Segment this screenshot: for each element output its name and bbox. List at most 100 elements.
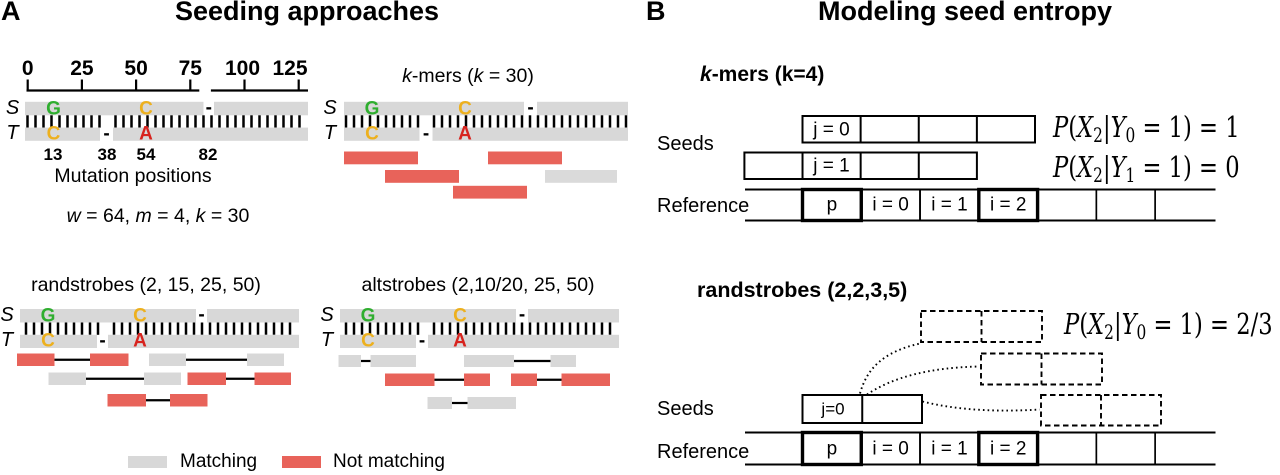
randstrobes-pair-5-strobe-2 bbox=[170, 394, 208, 407]
overview-match-ticks-28 bbox=[250, 115, 253, 128]
mutation-pos-38: 38 bbox=[97, 145, 117, 165]
overview-match-ticks-15 bbox=[146, 115, 149, 128]
altstrobes-match-ticks-32 bbox=[600, 322, 604, 335]
ref1-i0-label: i = 0 bbox=[872, 194, 909, 216]
randstrobes-s-base-g: G bbox=[40, 305, 56, 327]
randstrobes-s-bar-right bbox=[207, 309, 299, 323]
kmers-seed-2 bbox=[488, 151, 562, 165]
kmers-s-bar-left bbox=[344, 101, 524, 116]
overview-match-ticks-20 bbox=[186, 115, 189, 128]
randstrobes-match-ticks-14 bbox=[136, 322, 140, 335]
overview-match-ticks-27 bbox=[242, 115, 245, 128]
ref2-i2-label: i = 2 bbox=[989, 438, 1027, 459]
randstrobes-pair-3-strobe-2 bbox=[144, 372, 181, 385]
randstrobes-match-ticks-3 bbox=[48, 322, 52, 335]
ref1-i2-label: i = 2 bbox=[989, 194, 1027, 216]
randstrobes-match-ticks-32 bbox=[280, 322, 284, 335]
kmers-match-ticks-30 bbox=[584, 115, 588, 128]
seed-j1-label: j = 1 bbox=[813, 155, 850, 177]
kmers-t-base-a: A bbox=[458, 123, 472, 145]
kmers-match-ticks-17 bbox=[480, 115, 484, 128]
kmers-match-ticks-35 bbox=[624, 115, 628, 128]
altstrobes-match-ticks-29 bbox=[576, 322, 580, 335]
randstrobes-match-ticks-12 bbox=[120, 322, 124, 335]
overview-match-ticks-33 bbox=[290, 115, 293, 128]
kmers-match-ticks-21 bbox=[512, 115, 516, 128]
altstrobes-s-bar-left bbox=[340, 309, 516, 323]
kmers-match-ticks-31 bbox=[592, 115, 596, 128]
altstrobes-pair-2-strobe-1 bbox=[464, 355, 514, 367]
kmers-match-ticks-2 bbox=[360, 115, 364, 128]
altstrobes-match-ticks-5 bbox=[384, 322, 388, 335]
overview-match-ticks-17 bbox=[162, 115, 165, 128]
legend-swatch-not-matching bbox=[282, 456, 321, 468]
mutation-pos-13: 13 bbox=[43, 145, 63, 165]
kmers-match-ticks-29 bbox=[576, 115, 580, 128]
kmers-seed-5 bbox=[453, 185, 527, 199]
altstrobes-title: altstrobes (2,10/20, 25, 50) bbox=[361, 273, 595, 296]
randstrobes-match-ticks-11 bbox=[112, 322, 116, 335]
altstrobes-match-ticks-31 bbox=[592, 322, 596, 335]
kmers-match-ticks-9 bbox=[416, 115, 420, 128]
altstrobes-s-base-c: C bbox=[453, 305, 467, 327]
randstrobes-match-ticks-24 bbox=[216, 322, 220, 335]
t-label-kmers: T bbox=[323, 122, 337, 145]
randstrobes-match-ticks-26 bbox=[232, 322, 236, 335]
overview-match-ticks-8 bbox=[90, 115, 93, 128]
overview-s-bar-left bbox=[25, 101, 204, 116]
randstrobes-match-ticks-15 bbox=[144, 322, 148, 335]
randstrobes-match-ticks-18 bbox=[168, 322, 172, 335]
mutation-pos-54: 54 bbox=[136, 145, 156, 165]
kmers-t-bar-right bbox=[432, 127, 628, 141]
link-curve-2 bbox=[866, 365, 980, 396]
overview-match-ticks-18 bbox=[170, 115, 173, 128]
altstrobes-s-base-g: G bbox=[360, 305, 376, 327]
kmers-match-ticks-33 bbox=[608, 115, 612, 128]
seeds-label-randstrobes: Seeds bbox=[657, 397, 714, 420]
randstrobes-pair-4-strobe-1 bbox=[187, 372, 226, 385]
kmers-s-base-c: C bbox=[458, 98, 472, 120]
randstrobes-match-ticks-22 bbox=[200, 322, 204, 335]
overview-match-ticks-22 bbox=[202, 115, 205, 128]
params-line: w = 64, m = 4, k = 30 bbox=[66, 205, 250, 227]
randstrobes-match-ticks-30 bbox=[264, 322, 268, 335]
altstrobes-match-ticks-8 bbox=[408, 322, 412, 335]
altstrobes-match-ticks-17 bbox=[480, 322, 484, 335]
altstrobes-match-ticks-1 bbox=[352, 322, 356, 335]
altstrobes-match-ticks-30 bbox=[584, 322, 588, 335]
randstrobes-match-ticks-28 bbox=[248, 322, 252, 335]
ruler-label-50: 50 bbox=[124, 56, 148, 80]
overview-t-base-c: C bbox=[46, 123, 61, 145]
kmers-match-ticks-0 bbox=[344, 115, 348, 128]
kmers-s-base-g: G bbox=[364, 98, 380, 120]
kmers-match-ticks-12 bbox=[440, 115, 444, 128]
altstrobes-pair-3-strobe-2 bbox=[464, 373, 490, 386]
kmers-s-gap-dash: - bbox=[527, 97, 534, 119]
randstrobes-match-ticks-31 bbox=[272, 322, 276, 335]
overview-t-gap-dash: - bbox=[103, 123, 110, 145]
randstrobes-match-ticks-17 bbox=[160, 322, 164, 335]
overview-match-ticks-25 bbox=[226, 115, 229, 128]
altstrobes-match-ticks-25 bbox=[544, 322, 548, 335]
ref2-i1-label: i = 1 bbox=[931, 438, 968, 459]
altstrobes-match-ticks-33 bbox=[608, 322, 612, 335]
kmers-title: k-mers (k = 30) bbox=[402, 64, 534, 87]
ref1-p-label: p bbox=[826, 194, 838, 216]
kmers-seed-3 bbox=[385, 170, 459, 183]
ruler-label-100: 100 bbox=[224, 56, 261, 80]
kmers-t-gap-dash: - bbox=[422, 123, 430, 145]
overview-match-ticks-5 bbox=[66, 115, 69, 128]
ref1-i1-label: i = 1 bbox=[931, 194, 968, 216]
kmers-match-ticks-16 bbox=[472, 115, 476, 128]
s-label-kmers: S bbox=[323, 96, 337, 119]
kmers-seed-4 bbox=[545, 170, 617, 183]
altstrobes-pair-5-strobe-2 bbox=[467, 397, 516, 409]
altstrobes-match-ticks-16 bbox=[472, 322, 476, 335]
altstrobes-match-ticks-7 bbox=[400, 322, 404, 335]
randstrobes-match-ticks-4 bbox=[56, 322, 60, 335]
altstrobes-t-bar-right bbox=[428, 334, 619, 348]
randstrobes-match-ticks-21 bbox=[192, 322, 196, 335]
overview-match-ticks-13 bbox=[130, 115, 133, 128]
kmers-match-ticks-11 bbox=[432, 115, 436, 128]
randstrobes-match-ticks-5 bbox=[64, 322, 68, 335]
